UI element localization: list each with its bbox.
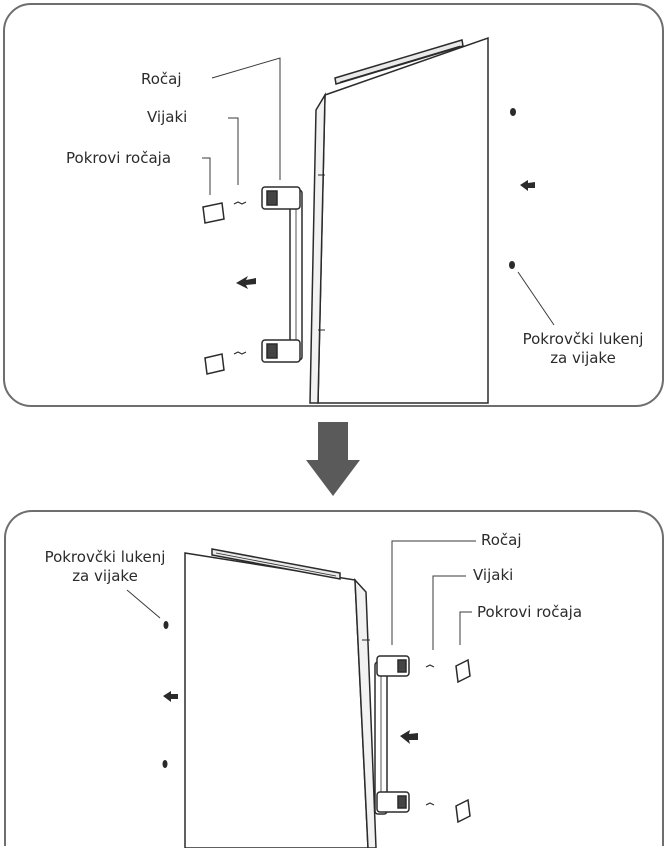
top-handle-covers-label: Pokrovi ročaja xyxy=(66,149,172,167)
top-screw-hole-covers-line2: za vijake xyxy=(550,349,616,367)
top-screws-label: Vijaki xyxy=(147,108,188,126)
top-screws xyxy=(233,201,247,355)
bottom-screws xyxy=(425,664,435,806)
bottom-door xyxy=(184,548,377,848)
down-arrow xyxy=(306,422,360,496)
top-screw-hole-covers-line1: Pokrovčki lukenj xyxy=(522,330,644,348)
bottom-screws-label: Vijaki xyxy=(473,566,514,584)
bottom-screw-hole-covers-line2: za vijake xyxy=(72,567,138,585)
bottom-hole-covers xyxy=(162,621,169,768)
top-handle-covers xyxy=(202,202,225,375)
bottom-handle-covers xyxy=(455,658,471,824)
top-handle-label: Ročaj xyxy=(141,70,182,88)
top-screw-hole-covers-label: Pokrovčki lukenj za vijake xyxy=(508,330,658,368)
bottom-screw-hole-covers-label: Pokrovčki lukenj za vijake xyxy=(30,548,180,586)
top-door xyxy=(309,36,489,404)
bottom-handle xyxy=(374,655,410,815)
top-leaders xyxy=(202,57,555,326)
bottom-handle-label: Ročaj xyxy=(481,531,522,549)
bottom-arrows xyxy=(163,691,418,744)
bottom-screw-hole-covers-line1: Pokrovčki lukenj xyxy=(44,548,166,566)
bottom-handle-covers-label: Pokrovi ročaja xyxy=(477,603,583,621)
top-handle xyxy=(261,186,303,363)
bottom-leaders xyxy=(126,540,476,650)
top-arrows xyxy=(236,180,535,289)
top-hole-covers xyxy=(509,108,516,269)
